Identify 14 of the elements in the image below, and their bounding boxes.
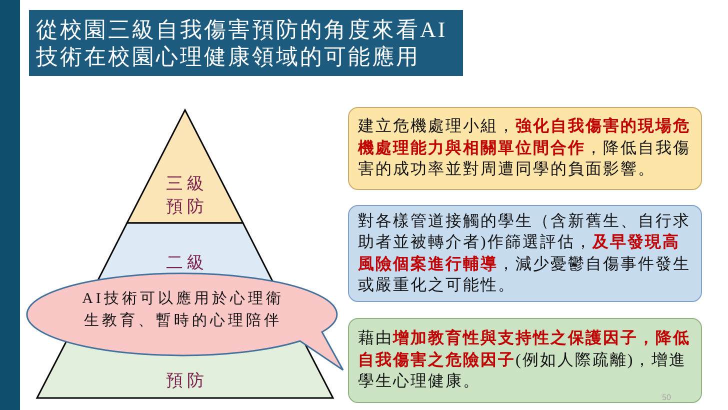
bubble-text: AI技術可以應用於心理衛生教育、暫時的心理陪伴 [81,289,285,331]
title-banner: 從校園三級自我傷害預防的角度來看AI技術在校園心理健康領域的可能應用 [29,10,463,76]
card-text: 對各樣管道接觸的學生（含新舊生、自行求助者並被轉介者)作篩選評估，及早發現高風險個案進行輔導，減少憂鬱自傷事件發生或嚴重化之可能性。 [358,212,692,296]
text-card [348,107,702,190]
text-card [348,318,702,403]
card-text: 建立危機處理小組，強化自我傷害的現場危機處理能力與相關單位間合作，降低自我傷害的成功率並對周遭同學的負面影響。 [358,116,692,180]
page-number: 50 [662,394,671,402]
pyramid-tier [127,110,243,223]
text-card [348,205,702,302]
tier-label: 二級 [165,252,208,274]
tier-label: 預防 [165,370,208,392]
speech-bubble-tooltip [27,272,345,372]
card-text: 藉由增加教育性與支持性之保護因子，降低自我傷害之危險因子(例如人際疏離)，增進學生心理健康。 [358,328,692,392]
tier-label: 三級預防 [165,173,208,218]
